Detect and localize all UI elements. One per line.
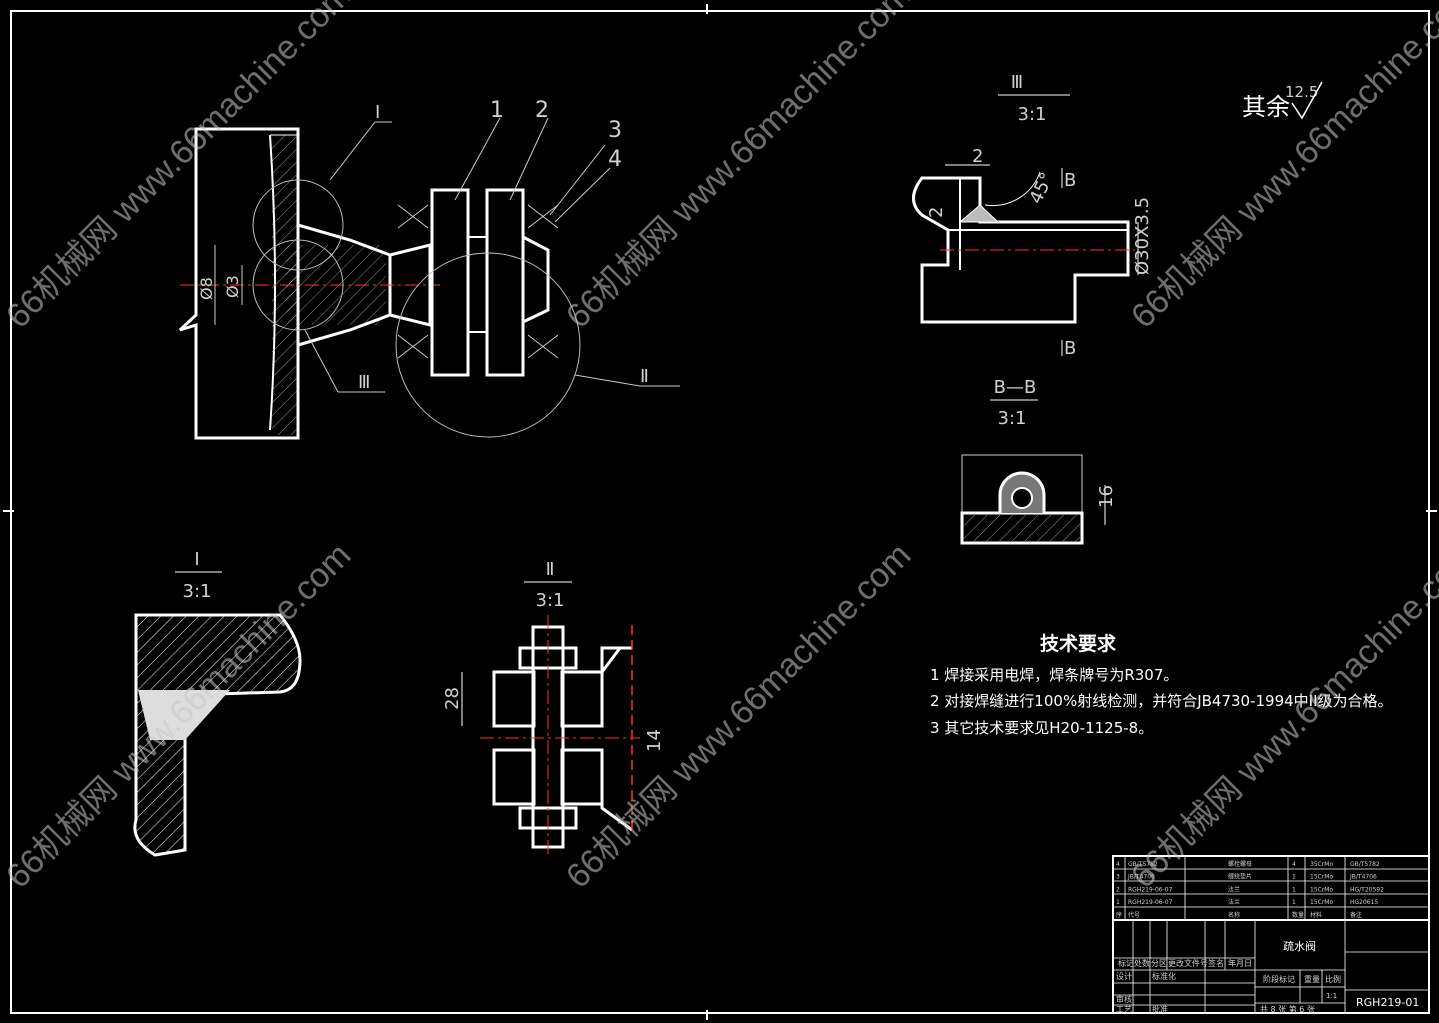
bom-cell: 3 (1116, 874, 1120, 881)
bom-cell: 4 (1116, 861, 1120, 868)
tb-header-4: 签名 (1208, 958, 1224, 968)
bom-cell: 2 (1116, 886, 1120, 893)
surface-roughness-note: 其余 12.5 (1242, 81, 1323, 121)
roughness-label: 其余 (1242, 93, 1290, 121)
watermark-text: 66机械网 www.66machine.com (559, 536, 919, 896)
section-mark-B-bottom: B (1064, 338, 1076, 359)
detail-III-view: Ⅲ 3:1 2 2 45° B B Ø30X3.5 (912, 72, 1153, 359)
bom-cell: GB/T5782 (1128, 861, 1158, 868)
tech-req-item-3: 3 其它技术要求见H20-1125-8。 (930, 719, 1153, 737)
tb-row-approve: 批准 (1152, 1004, 1168, 1014)
tb-row-standard: 标准化 (1152, 971, 1176, 981)
tb-meta-weight: 重量 (1304, 974, 1320, 984)
centering-marks (3, 4, 1437, 1020)
tb-part-name: 疏水阀 (1283, 939, 1316, 953)
callout-3: 3 (608, 118, 622, 143)
bom-cell: RGH219-06-07 (1128, 899, 1173, 906)
roughness-symbol-icon (1291, 81, 1323, 120)
detail-I-view: Ⅰ 3:1 (133, 549, 302, 857)
detail-II-scale: 3:1 (536, 590, 565, 611)
bom-cell: RGH219-06-07 (1128, 886, 1173, 893)
tb-header-5: 年月日 (1228, 958, 1252, 968)
parts-list-and-title-block (1112, 855, 1430, 1014)
section-BB-scale: 3:1 (998, 408, 1027, 429)
section-BB-dim: 16 (1096, 485, 1117, 508)
detail-I-scale: 3:1 (183, 581, 212, 602)
bom-cell: 1 (1292, 886, 1296, 893)
tb-sheet: 共 8 张 第 6 张 (1260, 1004, 1315, 1014)
callout-2: 2 (535, 98, 549, 123)
tech-req-item-1: 1 焊接采用电焊，焊条牌号为R307。 (930, 666, 1178, 684)
bom-header-cell: 名称 (1228, 911, 1240, 919)
bom-cell: HG20615 (1350, 899, 1378, 906)
main-assembly-view (178, 117, 680, 440)
bom-header-cell: 备注 (1350, 911, 1362, 919)
bom-header-cell: 代号 (1128, 911, 1140, 919)
technical-requirements: 技术要求 1 焊接采用电焊，焊条牌号为R307。 2 对接焊缝进行100%射线检… (930, 632, 1393, 737)
tb-drawing-number: RGH219-01 (1356, 996, 1419, 1009)
tb-row-design: 设计 (1116, 971, 1132, 981)
section-mark-B-top: B (1064, 170, 1076, 191)
bom-header-cell: 序 (1116, 911, 1122, 919)
bom-rows: 4 GB/T5782 螺栓螺母 4 35CrMo GB/T5782 3 JB/T4706 缠绕垫… (1116, 860, 1384, 919)
main-view-callouts: 1 2 3 4 Ⅰ Ⅱ Ⅲ Ø8 Ø3 (197, 98, 649, 393)
bom-cell: 缠绕垫片 (1228, 873, 1252, 881)
bom-cell: 螺栓螺母 (1228, 860, 1252, 868)
detail-III-dim-top: 2 (972, 146, 983, 167)
detail-II-dim-14: 14 (644, 729, 665, 752)
detail-I-label: Ⅰ (194, 549, 199, 570)
bom-cell: 15CrMo (1310, 874, 1333, 881)
bom-cell: GB/T5782 (1350, 861, 1380, 868)
bom-cell: 法兰 (1228, 898, 1240, 906)
watermark-text: 66机械网 www.66machine.com (1124, 536, 1439, 896)
tb-header-1: 处数 (1134, 958, 1150, 968)
tech-req-item-2: 2 对接焊缝进行100%射线检测，并符合JB4730-1994中II级为合格。 (930, 692, 1393, 710)
dim-phi8: Ø8 (197, 277, 216, 300)
detail-mark-I: Ⅰ (375, 102, 380, 123)
watermark: 66机械网 www.66machine.com 66机械网 www.66machi… (0, 0, 1439, 896)
callout-4: 4 (608, 147, 622, 172)
detail-III-scale: 3:1 (1018, 104, 1047, 125)
detail-mark-III: Ⅲ (358, 372, 370, 393)
tb-row-process: 工艺 (1116, 1005, 1132, 1014)
bom-cell: 15CrMo (1310, 899, 1333, 906)
bom-cell: 4 (1292, 861, 1296, 868)
tb-row-review: 审核 (1116, 994, 1132, 1004)
dim-phi3: Ø3 (223, 275, 242, 298)
bom-cell: 1 (1292, 874, 1296, 881)
detail-III-pipe-dim: Ø30X3.5 (1132, 197, 1153, 275)
roughness-value: 12.5 (1285, 83, 1318, 101)
tb-header-2: 分区 (1151, 959, 1167, 968)
watermark-text: 66机械网 www.66machine.com (1124, 0, 1439, 336)
detail-III-angle: 45° (1025, 169, 1058, 207)
bom-header-cell: 数量 (1292, 911, 1304, 919)
tb-meta-stage: 阶段标记 (1263, 974, 1295, 984)
title-block-text: 标记 处数 分区 更改文件号 签名 年月日 设计 标准化 审核 工艺 批准 疏水… (1116, 939, 1419, 1014)
tb-header-3: 更改文件号 (1168, 958, 1208, 968)
bom-cell: 1 (1292, 899, 1296, 906)
tb-header-0: 标记 (1118, 958, 1134, 968)
bom-cell: 35CrMo (1310, 861, 1333, 868)
bom-cell: 法兰 (1228, 885, 1240, 893)
section-BB-label: B—B (994, 377, 1037, 398)
tb-scale-value: 1:1 (1326, 992, 1337, 1000)
bom-cell: HG/T20592 (1350, 886, 1384, 893)
bom-cell: JB/T4706 (1127, 874, 1155, 881)
section-BB-view: B—B 3:1 16 (960, 377, 1117, 545)
detail-III-label: Ⅲ (1011, 72, 1023, 93)
detail-II-label: Ⅱ (546, 559, 555, 580)
bom-header-cell: 材料 (1310, 911, 1322, 919)
bom-cell: JB/T4706 (1349, 874, 1377, 881)
bom-cell: 15CrMo (1310, 886, 1333, 893)
callout-1: 1 (490, 98, 504, 123)
bom-cell: 1 (1116, 899, 1120, 906)
detail-III-dim-side: 2 (926, 207, 947, 218)
tech-req-title: 技术要求 (1040, 632, 1117, 655)
detail-II-view: Ⅱ 3:1 28 14 (442, 559, 665, 855)
detail-II-dim-28: 28 (442, 687, 463, 710)
detail-mark-II: Ⅱ (640, 366, 649, 387)
tb-meta-scale: 比例 (1325, 974, 1341, 984)
